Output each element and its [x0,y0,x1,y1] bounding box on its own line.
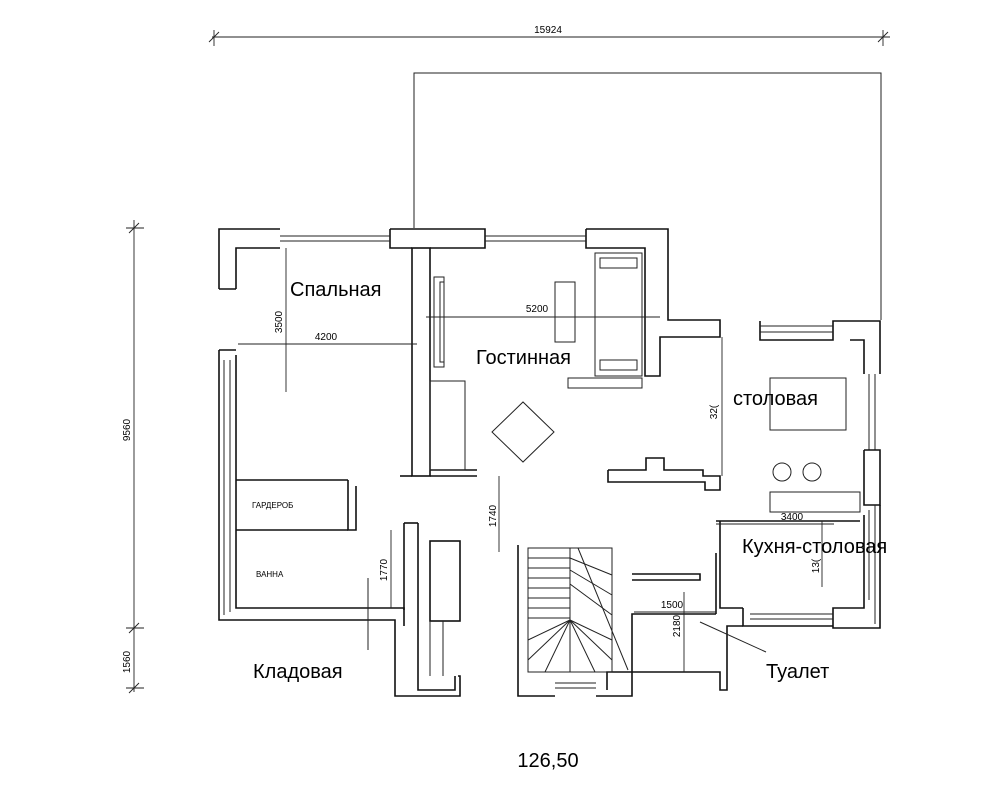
bedroom-width-label: 4200 [315,332,338,343]
terrace-outline [413,72,882,320]
room-label-stolovaya: столовая [733,388,818,410]
dimension-overall-width: 15924 [208,25,890,46]
staircase [527,547,629,673]
kitchen-height-label: 13( [811,558,822,573]
kitchen-width-label: 3400 [781,512,804,523]
room-label-vanna: ВАННА [256,570,284,579]
bedroom-depth-label: 3500 [274,310,285,333]
room-label-garderob: ГАРДЕРОБ [252,501,293,510]
room-label-tualet: Туалет [766,661,829,683]
interior-dimensions [238,248,834,672]
overall-width-label: 15924 [534,25,562,36]
overall-height-label: 9560 [122,418,133,441]
bath-dimension-label: 1770 [379,558,390,581]
room-label-gostinnaya: Гостинная [476,347,571,369]
room-label-kladovaya: Кладовая [253,661,343,683]
furniture [429,252,861,513]
toilet-width-label: 1500 [661,600,684,611]
interior-walls [236,247,860,620]
toilet-depth-label: 2180 [672,614,683,637]
corridor-label: 1740 [488,504,499,527]
exterior-walls [218,228,881,697]
room-label-kukhnya: Кухня-столовая [742,536,887,558]
dimension-overall-height: 9560 1560 [122,220,144,694]
living-width-label: 5200 [526,304,549,315]
room-label-spalnaya: Спальная [290,279,381,301]
dining-height-label: 32( [709,404,720,419]
lower-height-label: 1560 [122,650,133,673]
total-area: 126,50 [517,750,578,772]
